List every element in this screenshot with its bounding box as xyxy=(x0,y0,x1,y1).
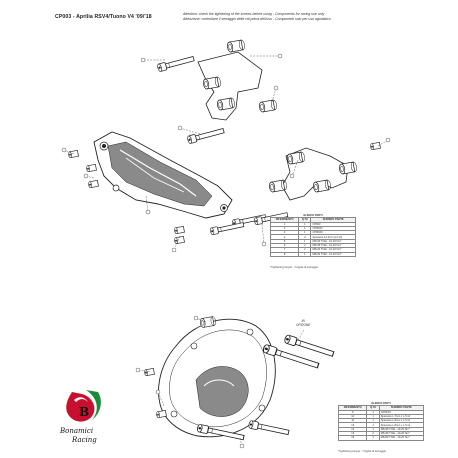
bolt xyxy=(247,419,290,437)
nut xyxy=(173,225,185,235)
cell: 1 xyxy=(366,435,380,441)
torque-note-upper: *Tightening torque - *coppia di serraggi… xyxy=(270,266,319,269)
spacer xyxy=(258,99,278,113)
bolt xyxy=(156,54,196,73)
note-italian: Attenzione: controllare il serraggio del… xyxy=(183,16,331,21)
main-plate xyxy=(93,131,233,219)
cover-protector xyxy=(158,318,276,438)
spacer xyxy=(226,39,246,53)
parts-table-lower: ELENCO PARTI RIFERIMENTO Q.TA NUMERO PAR… xyxy=(337,402,425,441)
logo-letter: B xyxy=(79,405,89,419)
cell: 15 xyxy=(337,435,368,441)
product-code-title: CP003 - Aprilia RSV4/Tuono V4 '09/'18 xyxy=(55,14,152,20)
cell: 1 xyxy=(298,251,312,258)
note-english: Attention: check the tightening of the s… xyxy=(183,12,325,16)
option-tag-line1: IN xyxy=(301,319,305,323)
nut xyxy=(369,141,381,151)
callout-bubbles-upper xyxy=(61,53,391,253)
table-caption: ELENCO PARTI xyxy=(371,402,391,406)
nut xyxy=(143,367,155,377)
brand-name-line2: Racing xyxy=(72,436,97,444)
callout-bubbles-lower xyxy=(135,315,245,449)
header-notes: Attention: check the tightening of the s… xyxy=(183,12,331,21)
cell: M6x50 TCEI - 10-20 Nm* xyxy=(378,435,425,441)
cell: M8x30 TCEI - 10-20 Nm* xyxy=(310,251,356,258)
bolt xyxy=(209,220,245,236)
bonamici-logo: B xyxy=(66,390,101,422)
torque-note-lower: *Tightening torque - *coppia di serraggi… xyxy=(338,450,387,453)
option-tag: IN OPZIONE xyxy=(296,319,311,328)
parts-table-upper: ELENCO PARTI RIFERIMENTO Q.TA NUMERO PAR… xyxy=(269,214,356,258)
nut xyxy=(67,149,79,159)
nut xyxy=(87,179,99,189)
nut xyxy=(155,409,167,419)
brand-name-line1: Bonamici xyxy=(60,427,94,435)
table-caption: ELENCO PARTI xyxy=(303,214,323,218)
nut xyxy=(85,163,97,173)
option-tag-line2: OPZIONE xyxy=(296,322,311,327)
upper-bracket xyxy=(197,39,278,121)
right-bracket xyxy=(268,147,358,201)
bolt xyxy=(186,126,226,145)
cell: 8 xyxy=(269,251,300,258)
